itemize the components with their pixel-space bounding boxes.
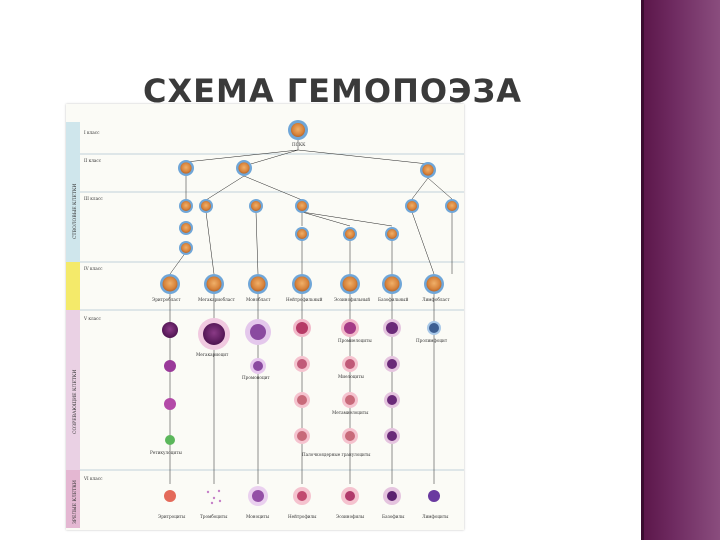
class5-label: V класс bbox=[83, 316, 101, 321]
maturing-cells-row3 bbox=[164, 392, 400, 410]
band-stem-bg bbox=[66, 122, 80, 262]
label-eritrocity: Эритроциты bbox=[158, 514, 186, 519]
label-eritroblast: Эритробласт bbox=[152, 297, 181, 302]
band-label-mature: ЗРЕЛЫЕ КЛЕТКИ bbox=[72, 480, 78, 524]
scheme-svg: СТВОЛОВЫЕ КЛЕТКИ СОЗРЕВАЮЩИЕ КЛЕТКИ ЗРЕЛ… bbox=[66, 120, 464, 528]
label-eozinofily: Эозинофилы bbox=[336, 514, 365, 519]
class3-label: III класс bbox=[84, 196, 103, 201]
class-separators bbox=[80, 153, 464, 471]
label-eozinofil-blast: Эозинофильный bbox=[334, 297, 370, 302]
label-prolimfocit: Пролимфоцит bbox=[416, 338, 448, 343]
label-monocity: Моноциты bbox=[246, 514, 270, 519]
class4-blast-cells bbox=[160, 274, 444, 294]
mature-cells-row bbox=[164, 486, 440, 506]
band-maturing-bg bbox=[66, 310, 80, 470]
class4-label: IV класс bbox=[84, 266, 103, 271]
lineage-lines bbox=[169, 140, 453, 484]
label-promonocit: Промоноцит bbox=[242, 375, 270, 380]
maturing-cells-row4 bbox=[165, 428, 400, 445]
label-trombocity: Тромбоциты bbox=[200, 514, 228, 519]
decorative-side-strip bbox=[641, 0, 720, 540]
class3-cells bbox=[179, 199, 459, 255]
label-neitrofily: Нейтрофилы bbox=[288, 514, 317, 519]
class1-label: I класс bbox=[84, 130, 100, 135]
label-promielocity: Промиелоциты bbox=[338, 338, 372, 343]
label-mielocity: Миелоциты bbox=[338, 374, 365, 379]
label-retikulocity: Ретикулоциты bbox=[150, 450, 182, 455]
side-strip-edge bbox=[641, 0, 644, 540]
top-stem-cell-label: ПСКК bbox=[292, 142, 306, 147]
band-label-stem: СТВОЛОВЫЕ КЛЕТКИ bbox=[72, 184, 78, 239]
label-megakarioblast: Мегакариобласт bbox=[198, 297, 236, 302]
label-neutrofil-blast: Нейтрофильный bbox=[286, 297, 323, 302]
label-metamielocity: Метамиелоциты bbox=[332, 410, 369, 415]
class2-label: II класс bbox=[84, 158, 102, 163]
band-mature-bg bbox=[66, 470, 80, 528]
label-limfocity: Лимфоциты bbox=[422, 514, 449, 519]
class6-label: VI класс bbox=[83, 476, 103, 481]
label-bazofily: Базофилы bbox=[382, 514, 405, 519]
label-limfoblast: Лимфобласт bbox=[422, 297, 450, 302]
label-monoblast: Монобласт bbox=[246, 297, 271, 302]
slide-title: СХЕМА ГЕМОПОЭЗА bbox=[143, 72, 523, 110]
band-label-maturing: СОЗРЕВАЮЩИЕ КЛЕТКИ bbox=[72, 370, 78, 434]
hematopoiesis-scheme-figure: СТВОЛОВЫЕ КЛЕТКИ СОЗРЕВАЮЩИЕ КЛЕТКИ ЗРЕЛ… bbox=[66, 104, 464, 530]
maturing-cells-row1 bbox=[162, 318, 441, 350]
class2-cells bbox=[178, 160, 436, 178]
label-palochkoyadernye: Палочкоядерные гранулоциты bbox=[302, 452, 371, 457]
label-megakariocit: Мегакариоцит bbox=[196, 352, 229, 357]
maturing-cells-row2 bbox=[164, 356, 400, 374]
band-precursor-bg bbox=[66, 262, 80, 310]
label-bazofil-blast: Базофильный bbox=[378, 297, 409, 302]
